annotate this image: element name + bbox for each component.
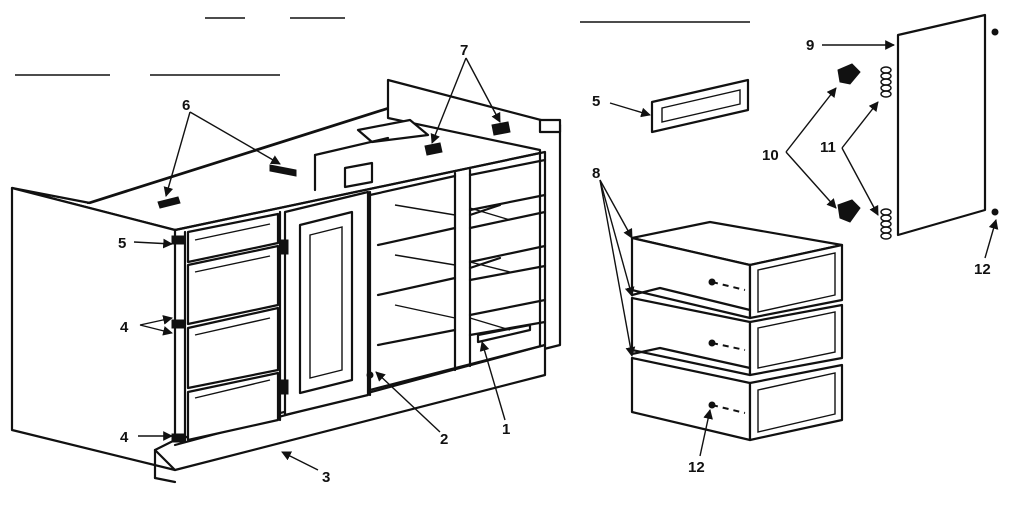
- callout-11: 11: [820, 139, 836, 156]
- callout-labels: 1 2 3 4 4 5 5 6 7 8 9 10 11 12 12: [118, 37, 991, 486]
- callout-1: 1: [502, 421, 510, 438]
- callout-3: 3: [322, 469, 330, 486]
- leader-lines: [133, 40, 999, 471]
- callout-6: 6: [182, 97, 190, 114]
- callout-9: 9: [806, 37, 814, 54]
- drawer-slides: [468, 203, 532, 344]
- callout-2: 2: [440, 431, 448, 448]
- callout-4-lower: 4: [120, 429, 129, 446]
- callout-12-right: 12: [974, 261, 991, 278]
- callout-5-right: 5: [592, 93, 600, 110]
- drawer-boxes: [630, 220, 844, 442]
- cabinet-door: [279, 190, 374, 417]
- callout-10: 10: [762, 147, 779, 164]
- callout-8: 8: [592, 165, 600, 182]
- hardware-pieces: [157, 121, 511, 443]
- loose-drawer-front: [650, 78, 750, 134]
- left-drawer-fronts: [186, 212, 280, 442]
- hinge-parts: [837, 63, 892, 240]
- header-dashes: [15, 17, 750, 76]
- side-panel: [896, 13, 999, 237]
- callout-7: 7: [460, 42, 468, 59]
- callout-4-upper: 4: [120, 319, 129, 336]
- callout-12-bottom: 12: [688, 459, 705, 476]
- callout-5-left: 5: [118, 235, 126, 252]
